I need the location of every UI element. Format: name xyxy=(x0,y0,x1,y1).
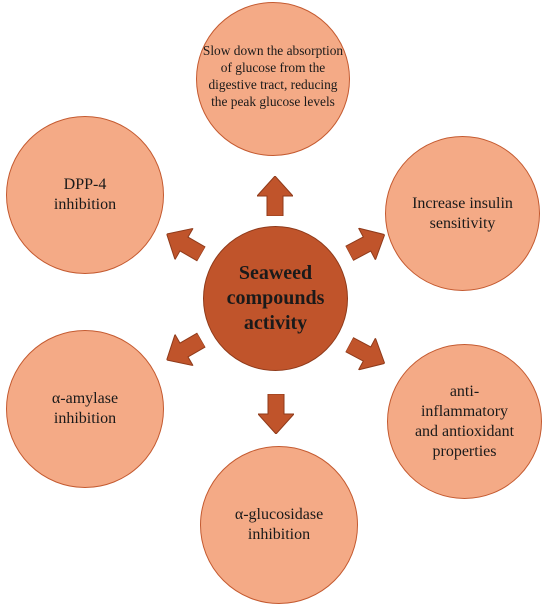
arrow-upper-left-icon xyxy=(158,218,211,269)
node-glucose-absorption: Slow down the absorption of glucose from… xyxy=(196,2,350,156)
node-anti-inflammatory-label: anti-inflammatory and antioxidant proper… xyxy=(414,382,515,460)
arrow-lower-left-icon xyxy=(158,324,211,375)
node-dpp4-inhibition-label: DPP-4 inhibition xyxy=(53,176,117,213)
node-alpha-glucosidase-inhibition: α-glucosidase inhibition xyxy=(200,446,358,604)
arrow-down-icon xyxy=(258,394,294,434)
node-glucose-absorption-label: Slow down the absorption of glucose from… xyxy=(202,42,344,110)
node-alpha-amylase-inhibition: α-amylase inhibition xyxy=(6,330,164,488)
center-node-label: Seaweed compounds activity xyxy=(226,262,325,334)
center-node: Seaweed compounds activity xyxy=(203,226,348,371)
node-insulin-sensitivity-label: Increase insulin sensitivity xyxy=(412,194,513,232)
arrow-lower-right-icon xyxy=(341,329,393,380)
arrow-up-icon xyxy=(257,176,293,216)
node-anti-inflammatory: anti-inflammatory and antioxidant proper… xyxy=(387,344,542,499)
node-alpha-glucosidase-inhibition-label: α-glucosidase inhibition xyxy=(234,506,324,543)
node-alpha-amylase-inhibition-label: α-amylase inhibition xyxy=(51,390,119,427)
node-insulin-sensitivity: Increase insulin sensitivity xyxy=(385,136,540,291)
arrow-upper-right-icon xyxy=(341,219,393,270)
node-dpp4-inhibition: DPP-4 inhibition xyxy=(6,116,164,274)
